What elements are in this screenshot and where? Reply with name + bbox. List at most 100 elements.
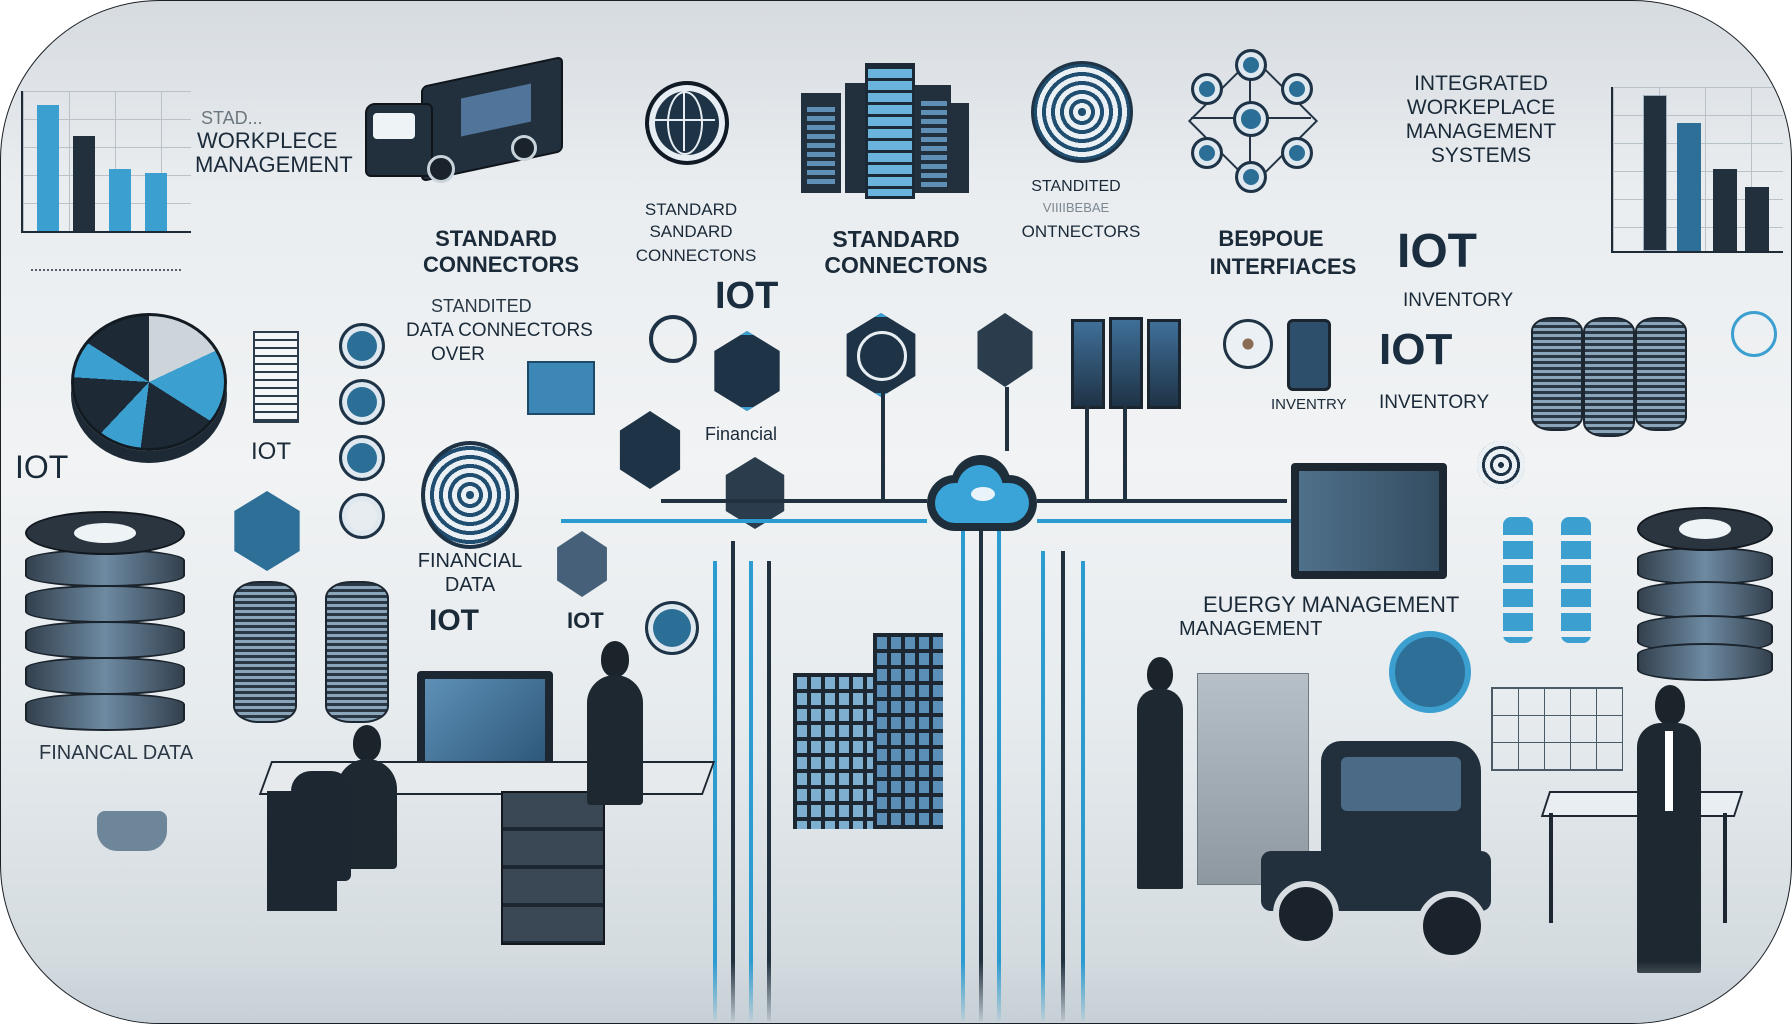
label-iot: IOT: [1379, 325, 1453, 374]
office-building-icon: [801, 63, 971, 199]
data-stream: [979, 531, 983, 1021]
database-icon: [1635, 317, 1687, 431]
label-standited: STANDITED: [431, 296, 532, 316]
device-icon: [339, 435, 385, 481]
label-standard: STANDARD: [832, 226, 960, 252]
connector-line: [881, 391, 885, 501]
pill-column-icon: [1503, 517, 1533, 643]
target-icon: [1477, 441, 1525, 489]
data-stream: [749, 561, 753, 1021]
connector-line: [1037, 499, 1287, 503]
data-stream: [713, 561, 717, 1021]
coin-stack-icon: [233, 581, 297, 723]
connector-line: [561, 519, 927, 523]
table-leg: [1723, 813, 1727, 923]
target-icon: [1223, 319, 1273, 369]
data-stream: [731, 541, 735, 1021]
label-data-connectors: DATA CONNECTORS: [406, 320, 593, 341]
bar: [1713, 169, 1737, 251]
document-icon: [253, 331, 299, 423]
device-icon: [339, 323, 385, 369]
gauge-icon: [1731, 311, 1777, 357]
shield-icon: [234, 491, 300, 571]
globe-icon: [645, 81, 729, 165]
label-data: Data: [444, 574, 496, 596]
server-rack-icon: [1109, 317, 1143, 409]
cloud-icon: [927, 451, 1037, 531]
bar: [37, 105, 59, 231]
coin-stack-icon: [325, 581, 389, 723]
label-standard: STANDARD: [644, 200, 738, 219]
lifebuoy-icon: [557, 531, 607, 597]
label-management: MANAGEMENT: [1405, 120, 1557, 143]
table-leg: [1549, 813, 1553, 923]
server-rack-icon: [1147, 319, 1181, 409]
data-stream: [1061, 551, 1065, 1021]
label-financial-data: FINANCAL DATA: [39, 742, 194, 764]
device-icon: [339, 379, 385, 425]
label-garbled: VIIIIBEBAE: [1042, 200, 1110, 215]
data-stream: [1081, 561, 1085, 1021]
connector-line: [1005, 387, 1009, 451]
label-iot: IOT: [251, 438, 291, 465]
label-connectons: CONNECTONS: [824, 252, 988, 278]
label-inventory: INVENTORY: [1379, 392, 1490, 413]
label-iot-left: IOT: [15, 449, 69, 485]
bar: [1643, 95, 1667, 251]
image-grid-icon: [1491, 687, 1623, 771]
person-icon: [1131, 657, 1191, 897]
person-icon: [1629, 685, 1709, 975]
globe-icon: [846, 313, 916, 397]
floor: [1, 961, 1791, 1023]
storage-icon: [714, 331, 780, 411]
data-stream: [767, 561, 771, 1021]
label-iot: IOT: [429, 604, 479, 637]
label-systems: SYSTEMS: [1430, 144, 1532, 167]
label-workplace: WORKPLECE: [197, 128, 338, 153]
monitor-icon: [1291, 463, 1447, 579]
truck-semi-icon: [1261, 741, 1491, 961]
database-icon: [1637, 507, 1773, 681]
label-iot: IOT: [567, 608, 604, 633]
ship-wheel-icon: [645, 307, 697, 367]
bar: [145, 173, 167, 231]
bar: [109, 169, 131, 231]
bar: [1745, 187, 1769, 251]
camera-icon: [977, 313, 1033, 387]
chart-axis-caption: [31, 269, 181, 275]
network-hub-icon: [1181, 49, 1321, 193]
label-connectors: CONNECTORS: [422, 252, 580, 277]
pie-chart-icon: [71, 313, 227, 451]
target-icon: [1031, 61, 1133, 163]
desk-drawer-icon: [501, 791, 605, 945]
office-chair-icon: [291, 771, 351, 881]
database-icon: [1531, 317, 1583, 431]
bar: [73, 136, 95, 231]
label-financial: Financial: [705, 424, 778, 444]
label-stad: STAD...: [201, 108, 263, 128]
truck-box-icon: [1197, 673, 1309, 885]
connector-line: [661, 499, 927, 503]
label-management: MANAGEMENT: [195, 152, 353, 177]
person-icon: [581, 641, 651, 861]
monitor-icon: [417, 671, 553, 777]
label-ontnectors: ONTNECTORS: [1021, 222, 1141, 241]
bar-chart-left: [21, 91, 191, 233]
label-inventory: INVENTRY: [1271, 396, 1347, 413]
connector-line: [1123, 405, 1127, 499]
label-connectons: CONNECTONS: [635, 246, 757, 265]
label-sandard: SANDARD: [649, 222, 733, 241]
label-workeplace: WORKEPLACE: [1406, 96, 1556, 119]
refresh-badge-icon: [1389, 631, 1471, 713]
label-over: OVER: [431, 344, 485, 365]
office-chair-icon: [97, 811, 167, 851]
label-standard: STANDARD: [435, 226, 557, 251]
data-stream: [997, 531, 1001, 1021]
screen-icon: [527, 361, 595, 415]
connector-line: [1037, 519, 1337, 523]
bar-chart-right: [1611, 87, 1783, 253]
lock-device-icon: [1287, 319, 1331, 391]
label-financial: Financial: [417, 550, 523, 572]
label-inventory: INVENTORY: [1403, 290, 1514, 311]
